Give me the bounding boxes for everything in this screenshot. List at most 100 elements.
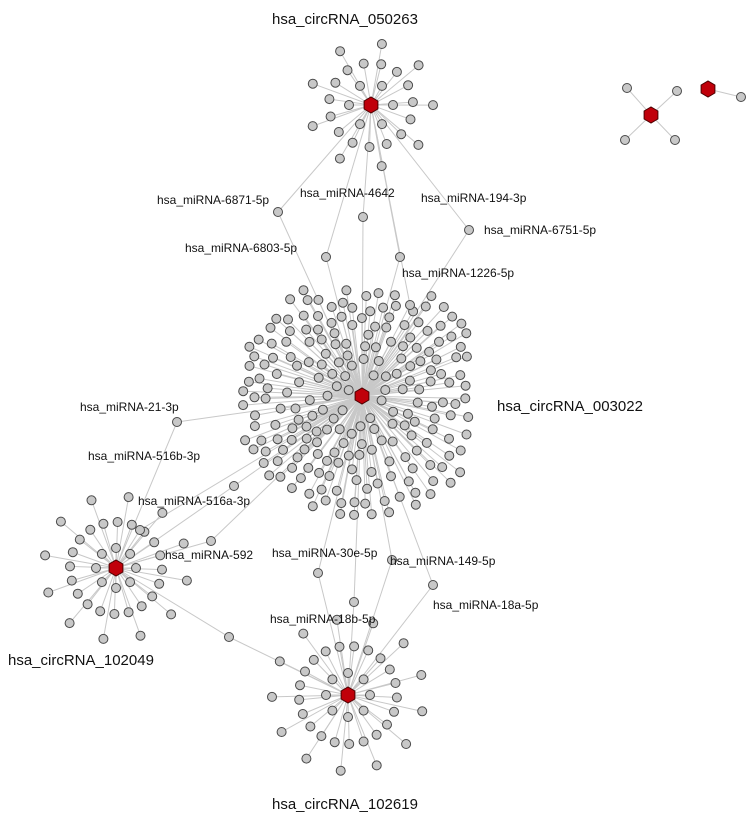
edge-c003022-t179 bbox=[361, 316, 453, 397]
mirna-node-c003022-61 bbox=[335, 509, 346, 519]
mirna-node-c102619-30 bbox=[371, 760, 382, 771]
edge-c003022-t190 bbox=[361, 346, 462, 397]
edge-m516b-c102049 bbox=[115, 529, 141, 569]
mirna-node-c003022-152 bbox=[304, 395, 315, 406]
mirna-node-c003022-43 bbox=[405, 361, 416, 372]
mirna-node-c003022-68 bbox=[372, 478, 383, 489]
mirna-node-c003022-156 bbox=[460, 393, 471, 404]
edge-unlabeled-c102619 bbox=[228, 636, 349, 696]
mirna-node-small-hub-1-2 bbox=[620, 135, 630, 145]
edge-c102049-t11 bbox=[115, 567, 130, 613]
mirna-node-c003022-103 bbox=[438, 302, 449, 312]
mirna-node-c003022-197 bbox=[349, 509, 360, 520]
mirna-node-c003022-198 bbox=[370, 321, 381, 332]
mirna-node-c102619-33 bbox=[276, 727, 287, 737]
mirna-node-c003022-136 bbox=[302, 295, 313, 306]
mirna-node-c050263-29 bbox=[428, 100, 438, 111]
mirna-node-c003022-147 bbox=[444, 450, 455, 461]
mirna-node-c102049-26 bbox=[155, 550, 166, 561]
mirna-node-c102049-29 bbox=[135, 630, 146, 641]
mirna-node-c003022-99 bbox=[303, 462, 314, 473]
shared-mirna-node-m21 bbox=[172, 417, 182, 427]
edge-m4642-c003022 bbox=[361, 216, 364, 397]
circrna-hub-c102619 bbox=[340, 686, 356, 704]
mirna-node-c050263-2 bbox=[355, 119, 365, 130]
mirna-node-c003022-42 bbox=[386, 471, 396, 482]
mirna-node-small-hub-1-0 bbox=[622, 83, 632, 93]
mirna-node-c003022-72 bbox=[313, 372, 324, 383]
mirna-node-c003022-109 bbox=[307, 410, 318, 421]
edge-c102049-t31 bbox=[69, 567, 117, 624]
mirna-node-c003022-41 bbox=[373, 356, 384, 366]
mirna-node-c102619-15 bbox=[305, 721, 316, 732]
mirna-node-c003022-211 bbox=[434, 336, 444, 347]
mirna-node-c003022-140 bbox=[301, 421, 312, 432]
mirna-node-c003022-44 bbox=[250, 410, 260, 421]
mirna-node-c102049-37 bbox=[157, 507, 168, 518]
shared-mirna-node-m6803 bbox=[321, 252, 331, 262]
mirna-node-c003022-55 bbox=[238, 400, 249, 411]
mirna-node-c102049-5 bbox=[96, 548, 107, 559]
mirna-node-c003022-195 bbox=[400, 452, 411, 463]
mirna-node-c050263-25 bbox=[307, 78, 318, 89]
mirna-node-c102619-27 bbox=[390, 678, 401, 688]
edge-c050263-t23 bbox=[339, 104, 372, 159]
mirna-node-c102049-1 bbox=[125, 577, 136, 588]
mirna-node-c003022-12 bbox=[455, 445, 466, 456]
shared-mirna-node-m149 bbox=[428, 580, 438, 590]
mirna-node-c003022-182 bbox=[326, 317, 337, 328]
edge-c102049-t39 bbox=[115, 567, 187, 582]
mirna-node-c050263-12 bbox=[325, 111, 336, 122]
mirna-node-c003022-132 bbox=[424, 346, 435, 357]
mirna-node-c102619-6 bbox=[343, 668, 353, 678]
mirna-node-c102619-34 bbox=[267, 691, 277, 702]
mirna-node-c050263-0 bbox=[388, 100, 398, 110]
edge-c102049-t35 bbox=[91, 500, 117, 569]
mirna-node-c003022-88 bbox=[271, 313, 282, 324]
mirna-node-c003022-126 bbox=[397, 384, 408, 395]
mirna-node-c050263-13 bbox=[324, 94, 335, 105]
mirna-node-c003022-177 bbox=[264, 470, 275, 481]
mirna-node-c003022-50 bbox=[386, 336, 396, 347]
mirna-node-c003022-150 bbox=[435, 320, 446, 331]
mirna-node-c003022-106 bbox=[314, 467, 325, 478]
mirna-node-c050263-18 bbox=[391, 66, 402, 77]
mirna-node-c102049-28 bbox=[166, 609, 177, 620]
shared-mirna-node-m18a bbox=[387, 555, 397, 565]
mirna-node-c003022-185 bbox=[455, 370, 466, 381]
mirna-node-c003022-207 bbox=[445, 477, 456, 488]
mirna-node-c003022-33 bbox=[365, 413, 376, 424]
edge-c102619-t13 bbox=[334, 694, 349, 743]
edge-c003022-t103 bbox=[361, 306, 445, 397]
mirna-node-c003022-18 bbox=[426, 291, 437, 302]
shared-mirna-node-m1226 bbox=[405, 300, 415, 310]
mirna-node-c003022-16 bbox=[461, 328, 472, 339]
mirna-node-c003022-199 bbox=[402, 408, 413, 419]
mirna-node-c003022-102 bbox=[356, 439, 367, 450]
mirna-node-c003022-19 bbox=[422, 325, 433, 336]
edge-m30e-c003022 bbox=[317, 395, 363, 574]
mirna-node-c003022-5 bbox=[304, 336, 315, 347]
mirna-node-c050263-22 bbox=[376, 161, 387, 172]
mirna-node-c003022-131 bbox=[283, 314, 293, 325]
mirna-node-c050263-9 bbox=[364, 142, 375, 152]
mirna-node-c003022-189 bbox=[311, 426, 322, 437]
mirna-node-c102049-2 bbox=[111, 583, 121, 593]
mirna-node-c102619-12 bbox=[344, 739, 355, 749]
mirna-node-c003022-74 bbox=[272, 434, 283, 445]
edge-c102619-t37 bbox=[336, 619, 349, 696]
mirna-node-c003022-193 bbox=[322, 424, 332, 435]
circrna-hub-small_hub_1 bbox=[643, 106, 659, 124]
mirna-node-c102619-29 bbox=[401, 739, 412, 749]
mirna-node-c102049-6 bbox=[111, 543, 121, 553]
edge-c102619-t11 bbox=[347, 694, 365, 742]
shared-mirna-node-m516a bbox=[229, 481, 239, 491]
mirna-node-c102049-20 bbox=[85, 524, 96, 535]
mirna-node-c003022-157 bbox=[362, 483, 373, 494]
mirna-node-c102049-33 bbox=[40, 550, 51, 561]
mirna-node-c003022-176 bbox=[260, 393, 271, 404]
mirna-node-small-hub-1-1 bbox=[672, 86, 682, 96]
edge-c050263-t28 bbox=[370, 64, 419, 106]
mirna-node-c003022-2 bbox=[260, 446, 271, 457]
label-mirna-21-3p: hsa_miRNA-21-3p bbox=[80, 400, 179, 414]
